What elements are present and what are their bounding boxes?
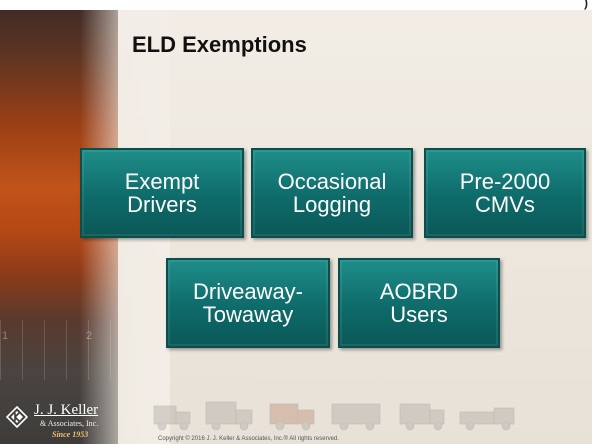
company-logo: J. J. Keller & Associates, Inc. Since 19… bbox=[6, 402, 118, 442]
box-label: Pre-2000 CMVs bbox=[459, 168, 551, 217]
box-label: Driveaway- Towaway bbox=[192, 278, 304, 327]
keller-emblem-icon bbox=[6, 406, 28, 428]
logo-subtitle: & Associates, Inc. bbox=[40, 419, 99, 428]
top-strip-text: ) bbox=[584, 0, 588, 10]
vehicles-illustration bbox=[153, 401, 515, 431]
copyright-notice: Copyright © 2016 J. J. Keller & Associat… bbox=[158, 436, 339, 442]
box-driveaway-towaway: Driveaway- Towaway bbox=[166, 258, 330, 348]
logo-since: Since 1953 bbox=[52, 430, 89, 439]
top-strip: ) bbox=[0, 0, 592, 10]
box-label: AOBRD Users bbox=[379, 278, 459, 327]
box-label: Occasional Logging bbox=[277, 168, 387, 217]
decorative-number: 1 bbox=[2, 330, 9, 342]
box-occasional-logging: Occasional Logging bbox=[251, 148, 413, 238]
box-label: Exempt Drivers bbox=[124, 168, 200, 217]
logo-name: J. J. Keller bbox=[34, 402, 99, 418]
box-pre-2000-cmvs: Pre-2000 CMVs bbox=[424, 148, 586, 238]
box-exempt-drivers: Exempt Drivers bbox=[80, 148, 244, 238]
slide-title: ELD Exemptions bbox=[132, 32, 307, 57]
box-aobrd-users: AOBRD Users bbox=[338, 258, 500, 348]
